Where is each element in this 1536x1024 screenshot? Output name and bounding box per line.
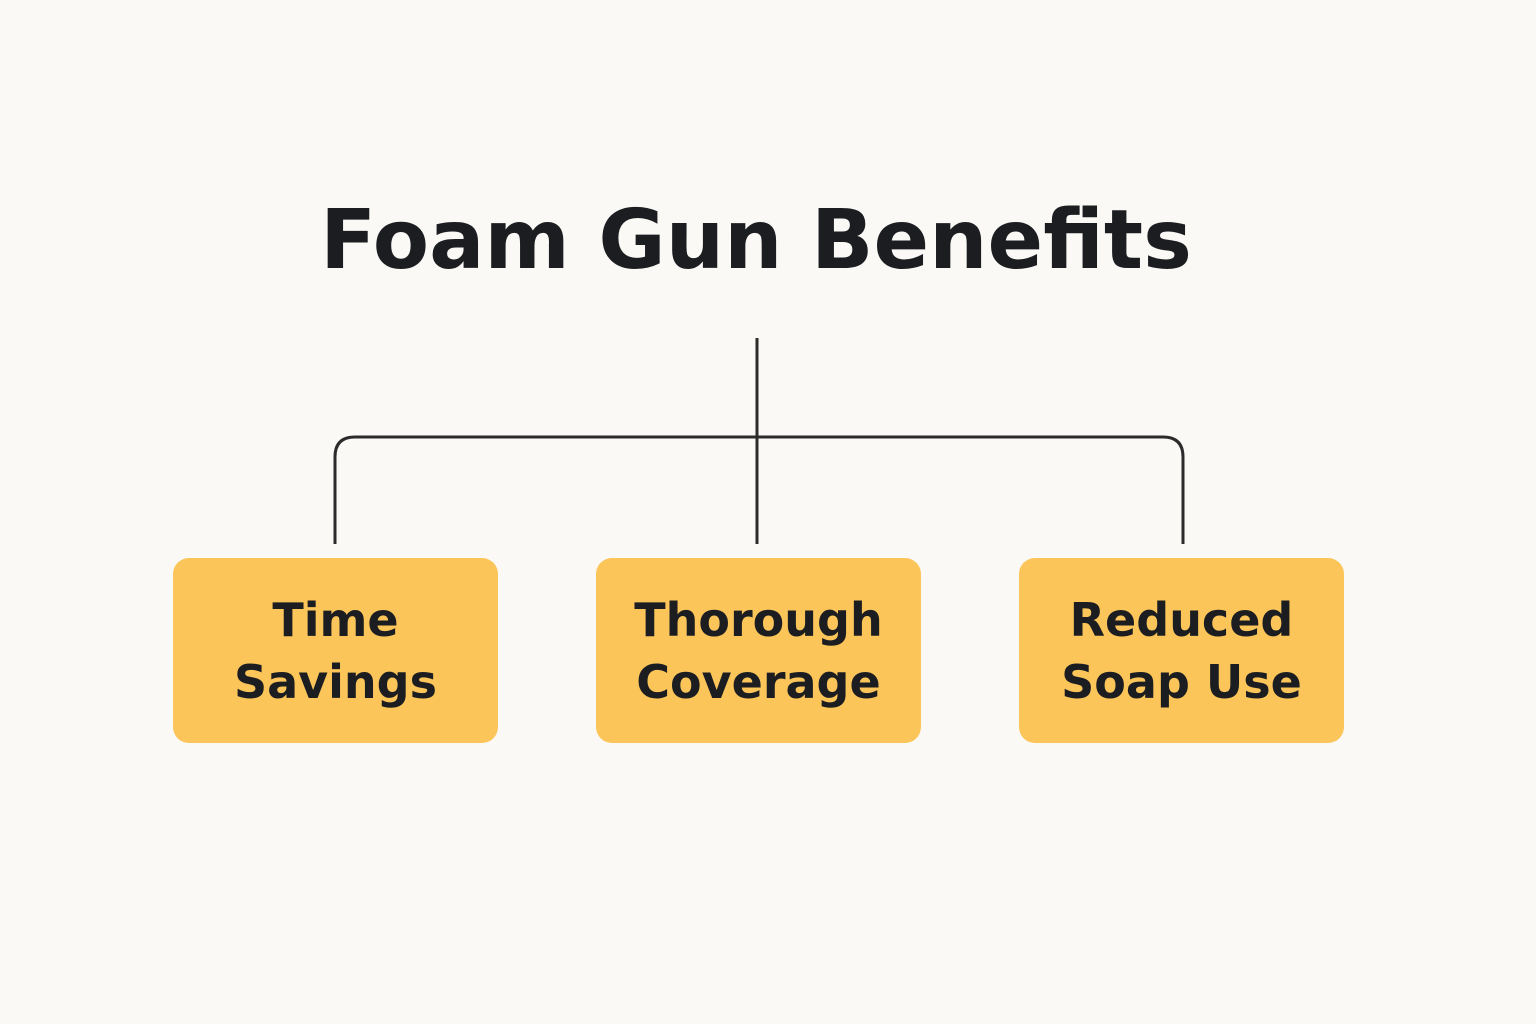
connector-branch-right [757,435,1185,544]
benefit-box-thorough-coverage: Thorough Coverage [596,558,921,743]
benefit-label: Reduced Soap Use [1061,592,1302,709]
benefit-label: Time Savings [234,592,437,709]
diagram-title: Foam Gun Benefits [320,193,1192,288]
benefit-box-reduced-soap-use: Reduced Soap Use [1019,558,1344,743]
connector-branch-left [333,435,757,544]
benefit-box-time-savings: Time Savings [173,558,498,743]
benefit-label: Thorough Coverage [634,592,883,709]
